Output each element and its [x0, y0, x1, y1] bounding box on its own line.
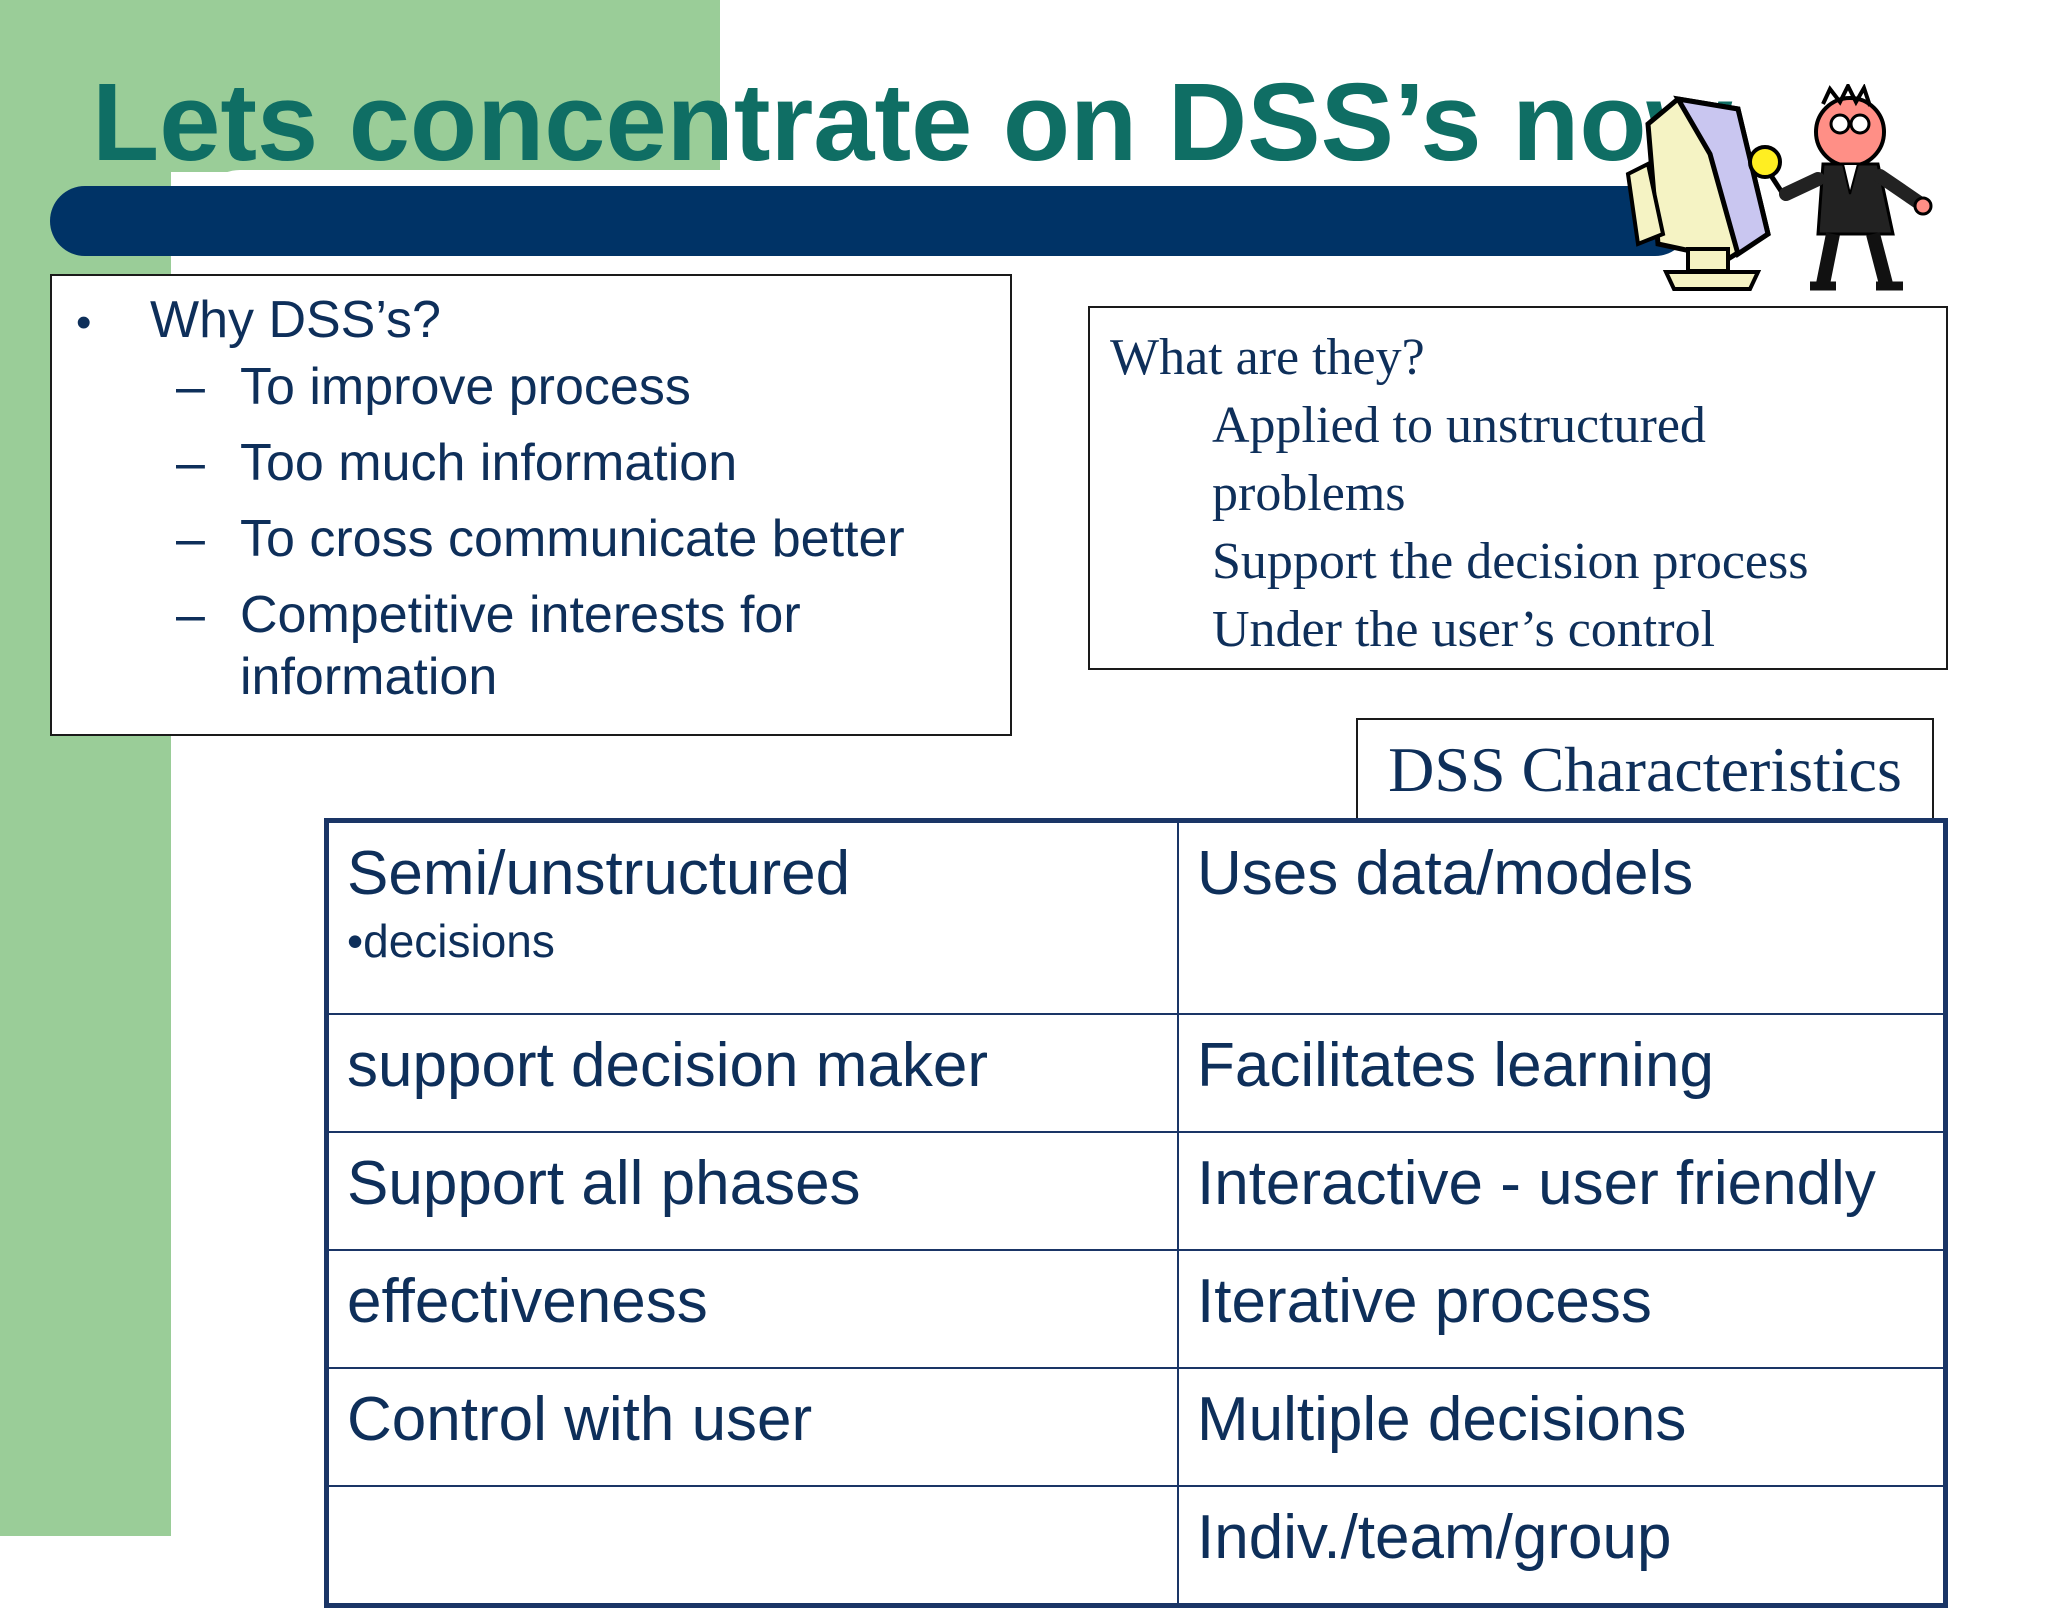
- list-item: Support the decision process: [1212, 533, 1809, 590]
- bullet-icon: •: [76, 298, 92, 347]
- list-item: Under the user’s control: [1212, 601, 1716, 658]
- title-underline-bar: [50, 186, 1690, 256]
- characteristics-table: Semi/unstructured •decisions Uses data/m…: [324, 818, 1948, 1608]
- list-item: Applied to unstructured problems: [1212, 397, 1706, 522]
- why-heading: Why DSS’s?: [150, 291, 441, 349]
- table-cell: Facilitates learning: [1177, 1013, 1947, 1133]
- list-item: –To cross communicate better: [52, 508, 1002, 570]
- table-cell: support decision maker: [325, 1013, 1179, 1133]
- list-item: –Too much information: [52, 432, 1002, 494]
- table-cell: Indiv./team/group: [1177, 1485, 1947, 1607]
- characteristics-label: DSS Characteristics: [1356, 718, 1934, 824]
- table-row: effectiveness Iterative process: [325, 1249, 1947, 1369]
- list-item-text: Too much information: [240, 434, 738, 492]
- list-item-text: To improve process: [240, 358, 691, 416]
- list-item-text: To cross communicate better: [240, 510, 905, 568]
- table-cell: Interactive - user friendly: [1177, 1131, 1947, 1251]
- table-cell: [325, 1485, 1179, 1607]
- table-row: support decision maker Facilitates learn…: [325, 1013, 1947, 1133]
- dash-icon: –: [176, 358, 205, 416]
- why-dss-box: • Why DSS’s? –To improve process –Too mu…: [50, 274, 1012, 736]
- table-cell: Semi/unstructured •decisions: [325, 819, 1179, 1015]
- dash-icon: –: [176, 586, 205, 644]
- list-item: –To improve process: [52, 356, 1002, 418]
- list-item: –Competitive interests for information: [52, 584, 1002, 708]
- table-row: Control with user Multiple decisions: [325, 1367, 1947, 1487]
- table-cell: Support all phases: [325, 1131, 1179, 1251]
- table-row: Support all phases Interactive - user fr…: [325, 1131, 1947, 1251]
- table-cell: Multiple decisions: [1177, 1367, 1947, 1487]
- table-cell: Iterative process: [1177, 1249, 1947, 1369]
- list-item-text: Competitive interests for information: [240, 586, 801, 706]
- what-are-they-box: What are they? Applied to unstructured p…: [1088, 306, 1948, 670]
- cell-text: Semi/unstructured: [347, 839, 851, 908]
- dash-icon: –: [176, 434, 205, 492]
- table-row: Indiv./team/group: [325, 1485, 1947, 1607]
- why-list: –To improve process –Too much informatio…: [52, 356, 1002, 722]
- what-heading: What are they?: [1110, 329, 1425, 386]
- computer-with-inspector-icon: [1625, 84, 1933, 291]
- green-top-block: [0, 0, 720, 172]
- inspector-man-icon: [1779, 84, 1933, 291]
- dash-icon: –: [176, 510, 205, 568]
- slide-title: Lets concentrate on DSS’s now: [92, 61, 1733, 184]
- cell-subnote: •decisions: [347, 915, 555, 967]
- table-row: Semi/unstructured •decisions Uses data/m…: [325, 819, 1947, 1015]
- monitor-icon: [1625, 95, 1771, 291]
- what-list: Applied to unstructured problems Support…: [1212, 392, 1932, 664]
- green-sidebar-strip: [0, 0, 171, 1536]
- table-cell: Control with user: [325, 1367, 1179, 1487]
- table-cell: Uses data/models: [1177, 819, 1947, 1015]
- table-cell: effectiveness: [325, 1249, 1179, 1369]
